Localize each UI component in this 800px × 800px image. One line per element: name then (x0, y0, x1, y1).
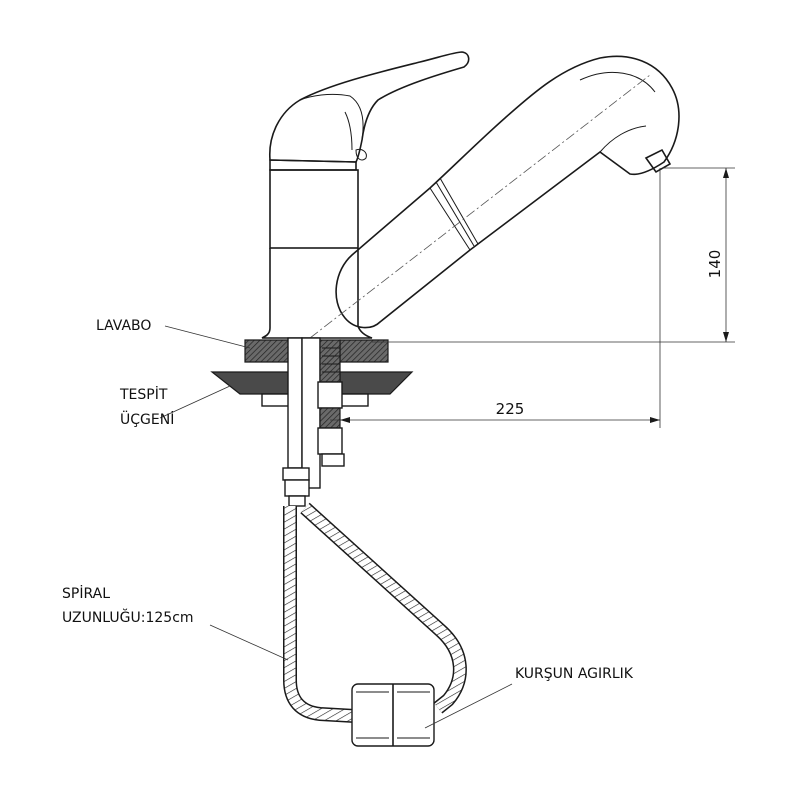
bracket-label-line1: TESPİT (119, 385, 168, 403)
hose-coupling (282, 467, 310, 507)
spout-centerline (309, 74, 651, 339)
hose-label-line2: UZUNLUĞU:125cm (62, 608, 194, 626)
dimension-reach (330, 168, 661, 428)
bracket-leader (159, 385, 231, 419)
mounting-bracket (210, 371, 414, 407)
spiral-hose (283, 502, 467, 723)
threaded-shanks (287, 337, 345, 489)
hose-leader (209, 624, 289, 661)
bracket-label-line2: ÜÇGENİ (120, 410, 174, 428)
faucet-body (261, 159, 373, 339)
height-dimension-value: 140 (706, 250, 724, 279)
lead-weight (351, 683, 435, 747)
sink-leader (164, 325, 251, 349)
weight-label: KURŞUN AGIRLIK (515, 666, 634, 682)
dimension-height (372, 167, 735, 343)
sink-counter (244, 339, 389, 363)
weight-leader (424, 683, 513, 729)
sink-label: LAVABO (96, 318, 151, 334)
lever-handle (269, 51, 470, 163)
hose-label-line1: SPİRAL (62, 584, 110, 602)
pull-out-spout (335, 55, 680, 329)
reach-dimension-value: 225 (496, 400, 525, 418)
